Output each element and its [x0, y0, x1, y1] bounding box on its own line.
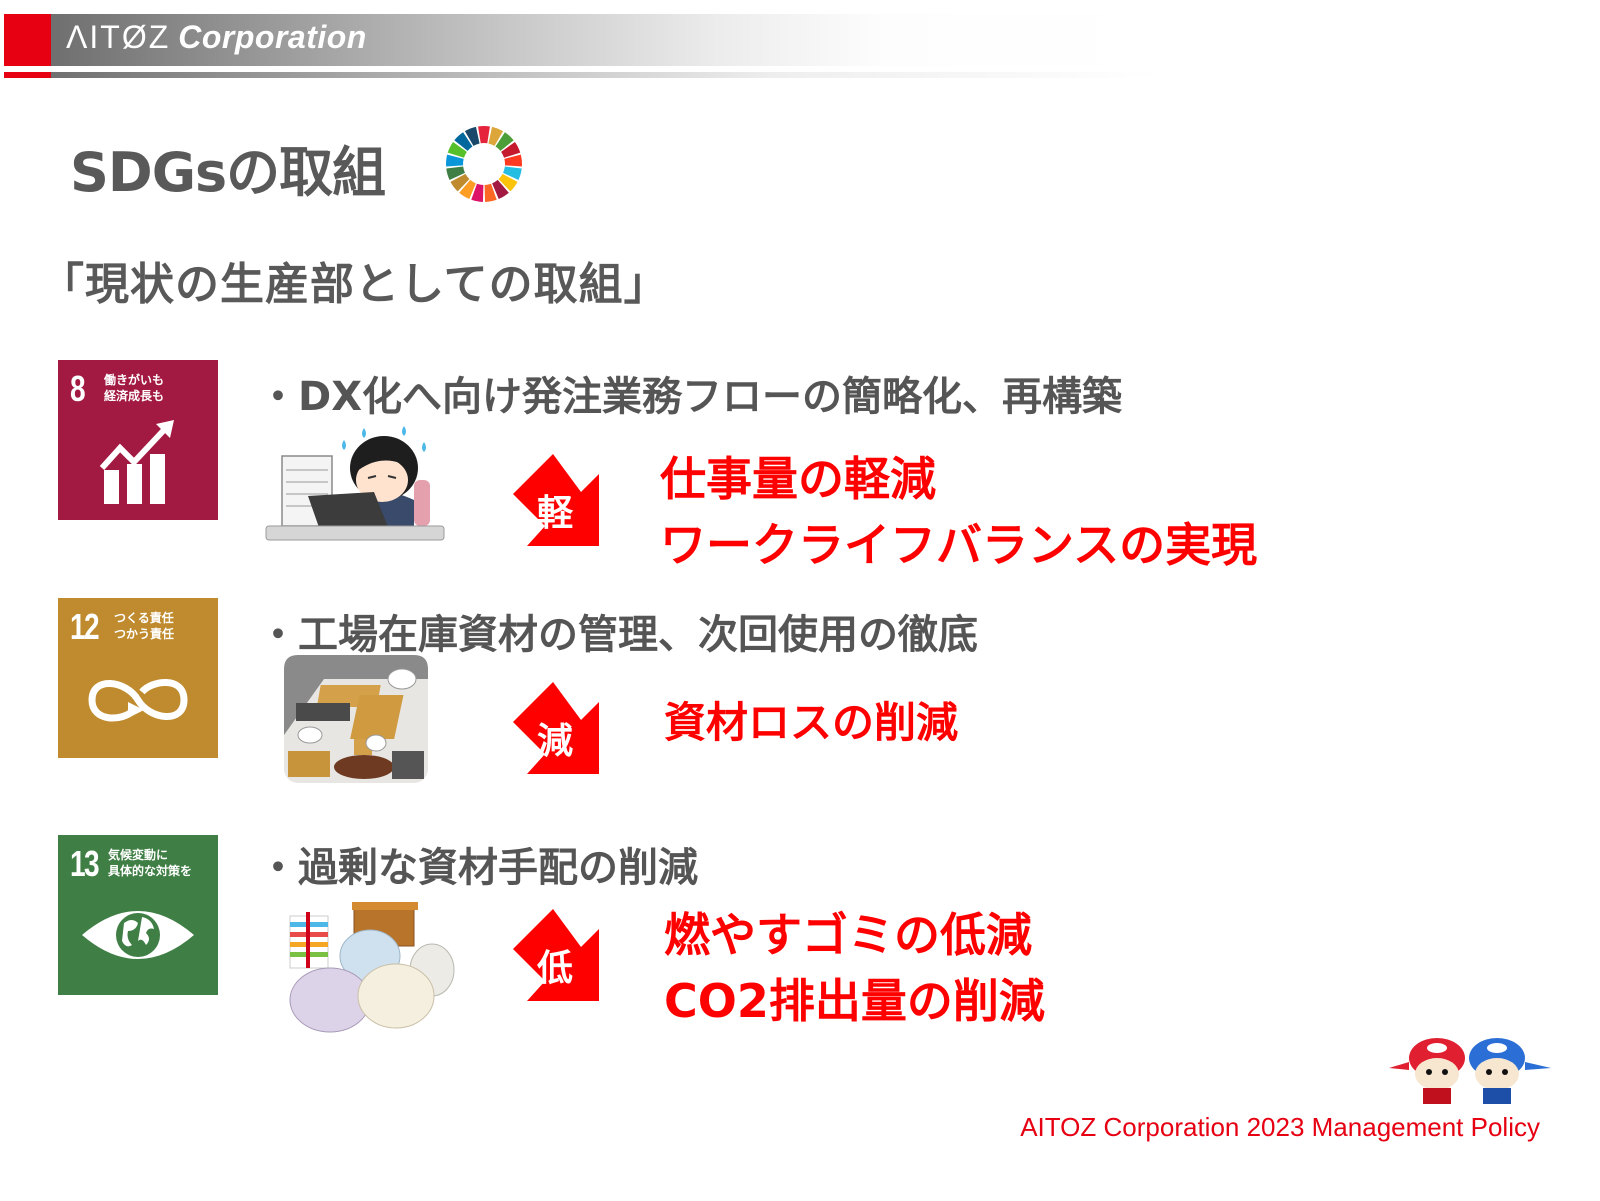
sdg-goal-8-tile: 8 働きがいも 経済成長も: [58, 360, 218, 520]
sdg-goal-label: つくる責任 つかう責任: [114, 610, 174, 642]
sdg-goal-number: 8: [70, 368, 86, 409]
ai-toz-mascots-illustration: [1389, 1038, 1551, 1104]
decrease-arrow-light: 軽: [505, 450, 605, 550]
result-block-material-loss: 資材ロスの削減: [664, 690, 958, 756]
eye-globe-icon: [82, 911, 194, 959]
red-down-right-arrow-icon: [513, 682, 599, 774]
header-red-stripe: [4, 72, 51, 78]
red-down-right-arrow-icon: [513, 909, 599, 1001]
company-name-suffix: Corporation: [178, 19, 367, 55]
result-line: 資材ロスの削減: [664, 698, 959, 747]
sdg-label-line2: つかう責任: [114, 627, 175, 641]
arrow-label: 低: [536, 948, 573, 989]
red-down-right-arrow-icon: [513, 454, 599, 546]
bullet-heading-excess-materials: ・過剰な資材手配の削減: [258, 845, 698, 891]
sdg-label-line2: 具体的な対策を: [108, 864, 193, 878]
result-line: ワークライフバランスの実現: [660, 518, 1258, 572]
page-title: SDGsの取組: [70, 141, 386, 204]
sdg-label-line1: 働きがいも: [104, 373, 165, 387]
sdg-goal-label: 働きがいも 経済成長も: [104, 372, 164, 404]
warehouse-materials-illustration: [284, 655, 428, 783]
arrow-label: 減: [536, 721, 573, 762]
result-block-workload: 仕事量の軽減 ワークライフバランスの実現: [660, 446, 1257, 578]
sdg-goal-13-tile: 13 気候変動に 具体的な対策を: [58, 835, 218, 995]
sdg-goal-number: 12: [70, 606, 100, 647]
growth-chart-icon: [99, 420, 174, 504]
garbage-bags-illustration: [289, 902, 455, 1033]
decrease-arrow-low: 低: [505, 905, 605, 1005]
bullet-heading-dx-flow: ・DX化へ向け発注業務フローの簡略化、再構築: [258, 374, 1123, 420]
infinity-loop-icon: [88, 679, 188, 722]
page-subtitle: 「現状の生産部としての取組」: [40, 259, 669, 310]
result-line: CO2排出量の削減: [664, 974, 1045, 1028]
sdg-goal-12-tile: 12 つくる責任 つかう責任: [58, 598, 218, 758]
header-gradient-bar: [51, 14, 1161, 66]
header-gradient-stripe: [51, 72, 1161, 78]
overworked-office-worker-illustration: [265, 426, 445, 541]
sdg-label-line2: 経済成長も: [104, 389, 165, 403]
company-logo: ΛITØZ: [66, 19, 171, 55]
result-line: 仕事量の軽減: [660, 452, 936, 506]
sdg-wheel-icon: [446, 126, 522, 202]
footer-text: AITOZ Corporation 2023 Management Policy: [1020, 1112, 1540, 1142]
sdg-goal-label: 気候変動に 具体的な対策を: [108, 847, 192, 879]
arrow-label: 軽: [536, 493, 573, 534]
header-red-block: [4, 14, 51, 66]
result-line: 燃やすゴミの低減: [664, 908, 1032, 962]
decrease-arrow-reduce: 減: [505, 678, 605, 778]
sdg-goal-number: 13: [70, 843, 100, 884]
sdg-label-line1: つくる責任: [114, 611, 174, 625]
sdg-label-line1: 気候変動に: [108, 848, 169, 862]
result-block-waste-co2: 燃やすゴミの低減 CO2排出量の削減: [664, 902, 1045, 1034]
bullet-heading-inventory: ・工場在庫資材の管理、次回使用の徹底: [258, 612, 978, 658]
